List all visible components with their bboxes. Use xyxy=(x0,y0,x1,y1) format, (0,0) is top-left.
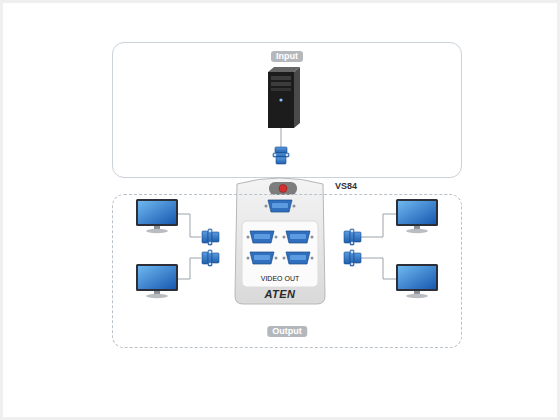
port-screw xyxy=(283,236,286,239)
port-screw xyxy=(283,257,286,260)
vga-port xyxy=(290,234,306,239)
vga-port xyxy=(254,234,270,239)
computer-tower xyxy=(268,67,300,128)
vga-plug xyxy=(202,250,219,266)
output-region: Output xyxy=(112,194,462,348)
vga-plug xyxy=(344,229,361,245)
video-cable xyxy=(361,258,396,279)
computer-tower xyxy=(279,98,282,101)
computer-tower xyxy=(294,67,300,128)
vga-plug xyxy=(202,229,219,245)
computer-tower xyxy=(268,67,300,72)
vga-plug xyxy=(344,250,361,266)
vga-port xyxy=(290,255,306,260)
port-screw xyxy=(293,205,296,208)
port-screw xyxy=(247,257,250,260)
brand-logo: ATEN xyxy=(264,288,295,300)
computer-tower xyxy=(271,88,291,91)
region-label: Input xyxy=(271,51,303,62)
port-screw xyxy=(275,236,278,239)
video-cable xyxy=(178,128,396,279)
video-cable xyxy=(178,214,201,237)
port-label: VIDEO OUT xyxy=(261,275,300,283)
vga-port xyxy=(286,231,310,243)
region-label: Output xyxy=(267,326,307,337)
power-button xyxy=(279,185,287,193)
video-cable xyxy=(178,258,201,279)
computer-tower xyxy=(271,76,291,80)
video-cable xyxy=(281,128,282,147)
vga-port xyxy=(286,252,310,264)
input-region: Input xyxy=(112,42,462,178)
vga-port xyxy=(272,203,288,208)
model-name: VS84 xyxy=(335,181,357,191)
port-screw xyxy=(311,236,314,239)
monitor-icon xyxy=(136,199,178,233)
vga-port xyxy=(250,231,274,243)
port-screw xyxy=(275,257,278,260)
vga-port xyxy=(268,200,292,212)
monitor-icon xyxy=(396,199,438,233)
port-screw xyxy=(247,236,250,239)
vga-port xyxy=(250,252,274,264)
video-cable xyxy=(361,214,396,237)
port-screw xyxy=(265,205,268,208)
device-face xyxy=(242,221,318,287)
monitor-icon xyxy=(136,264,178,298)
device-body xyxy=(235,178,325,304)
vga-port xyxy=(254,255,270,260)
computer-tower xyxy=(268,72,294,128)
port-screw xyxy=(311,257,314,260)
monitor-icon xyxy=(396,264,438,298)
computer-tower xyxy=(271,82,291,86)
vga-plug xyxy=(273,147,289,164)
